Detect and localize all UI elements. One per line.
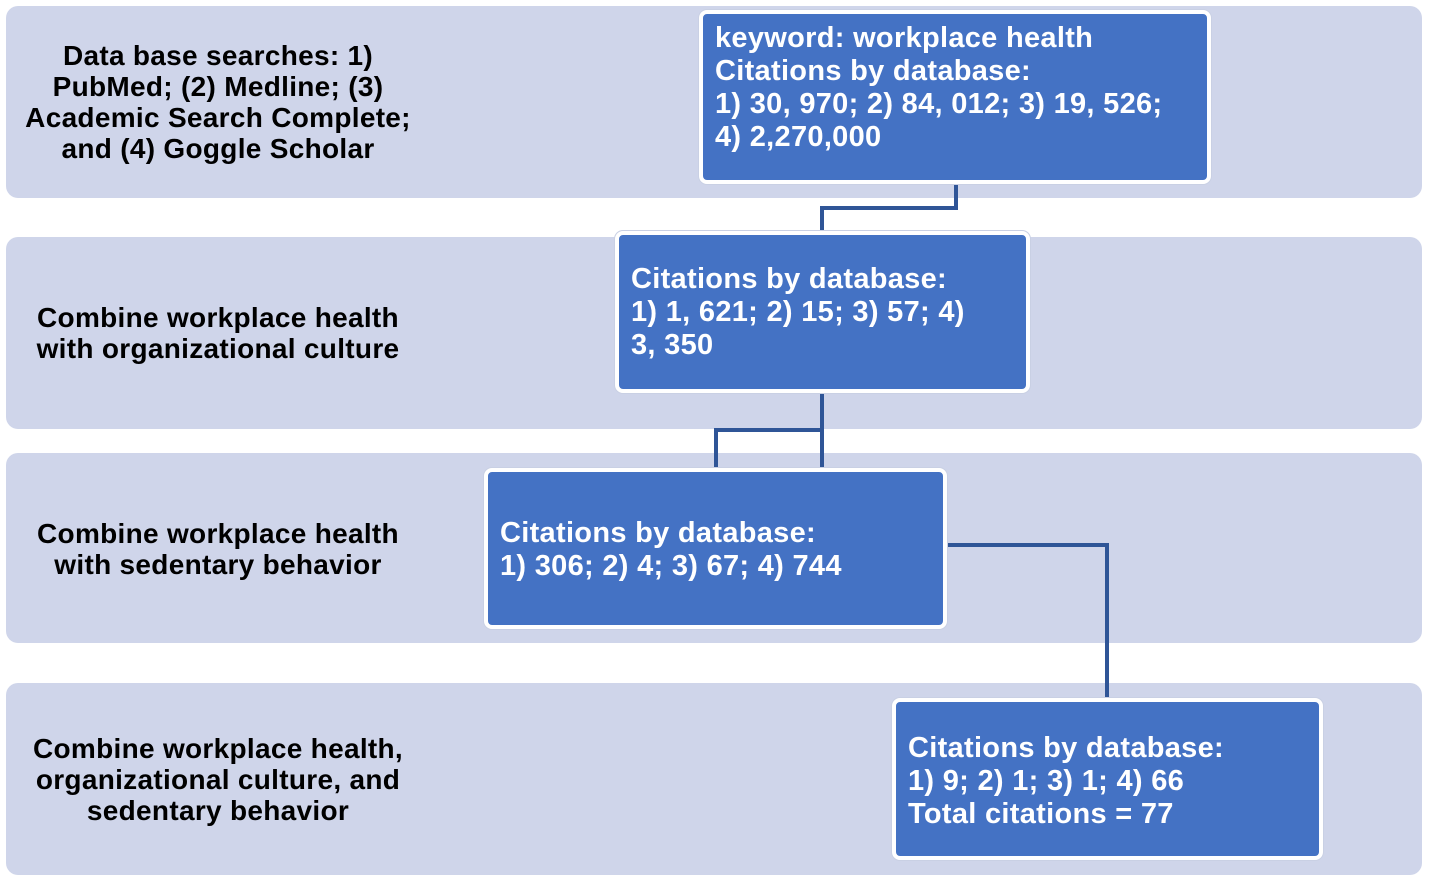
stage-label-sedentary-behavior: Combine workplace health with sedentary … bbox=[37, 518, 399, 580]
citations-box-keyword: keyword: workplace health Citations by d… bbox=[699, 10, 1211, 184]
citations-box-organizational-culture: Citations by database: 1) 1, 621; 2) 15;… bbox=[615, 231, 1030, 393]
stage-label-organizational-culture: Combine workplace health with organizati… bbox=[36, 302, 400, 364]
citations-text-combined: Citations by database: 1) 9; 2) 1; 3) 1;… bbox=[908, 732, 1224, 830]
citations-box-sedentary-behavior: Citations by database: 1) 306; 2) 4; 3) … bbox=[484, 468, 947, 629]
stage-label-combined: Combine workplace health, organizational… bbox=[32, 732, 404, 826]
stage-label-database-searches: Data base searches: 1) PubMed; (2) Medli… bbox=[25, 40, 411, 164]
citations-text-keyword: keyword: workplace health Citations by d… bbox=[715, 22, 1163, 153]
citations-text-organizational-culture: Citations by database: 1) 1, 621; 2) 15;… bbox=[631, 263, 965, 361]
citations-box-combined: Citations by database: 1) 9; 2) 1; 3) 1;… bbox=[892, 698, 1323, 860]
citations-text-sedentary-behavior: Citations by database: 1) 306; 2) 4; 3) … bbox=[500, 517, 842, 582]
